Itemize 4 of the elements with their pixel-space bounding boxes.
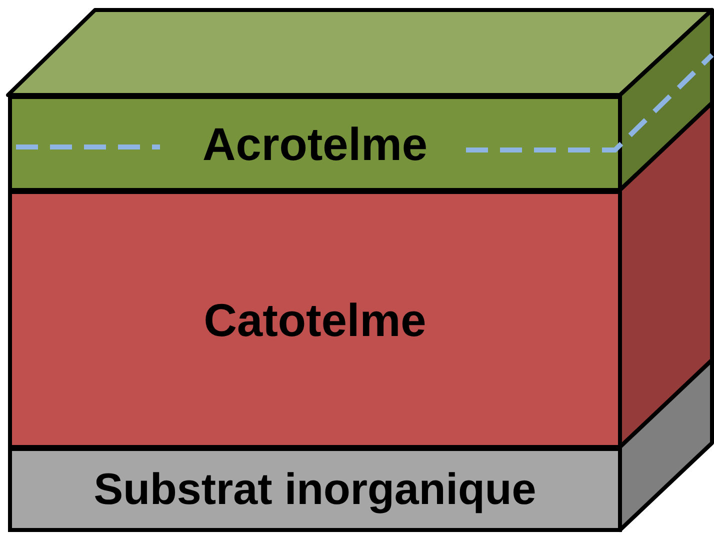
layer-label: Catotelme (202, 292, 428, 346)
layer-label: Acrotelme (202, 116, 428, 170)
layer-label: Substrat inorganique (92, 464, 538, 514)
soil-layer (8, 447, 622, 532)
